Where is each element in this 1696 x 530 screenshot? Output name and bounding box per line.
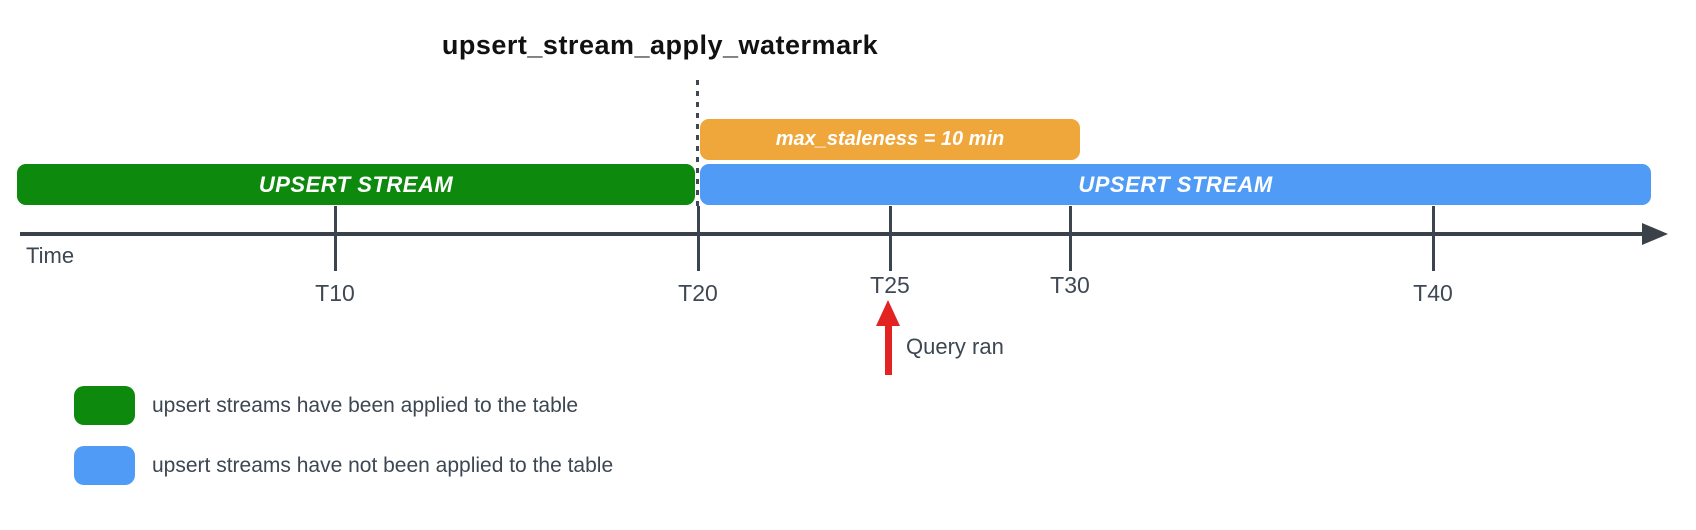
tick-mark	[889, 206, 892, 271]
upsert-stream-pending-bar: UPSERT STREAM	[700, 164, 1651, 205]
tick-mark	[334, 206, 337, 271]
legend-row-applied: upsert streams have been applied to the …	[74, 386, 578, 425]
watermark-dashed-line	[696, 80, 699, 206]
staleness-bar: max_staleness = 10 min	[700, 119, 1080, 160]
axis-arrowhead-icon	[1642, 223, 1668, 245]
query-ran-arrow-shaft	[885, 322, 892, 375]
pending-bar-label: UPSERT STREAM	[1078, 171, 1273, 197]
tick-label: T10	[315, 280, 355, 306]
legend-label-applied: upsert streams have been applied to the …	[152, 393, 579, 417]
tick-label: T30	[1050, 272, 1090, 298]
tick-label: T40	[1413, 280, 1453, 306]
legend-row-not-applied: upsert streams have not been applied to …	[74, 446, 613, 485]
applied-bar-label: UPSERT STREAM	[258, 171, 454, 197]
legend-swatch-not-applied	[74, 446, 135, 485]
query-ran-label: Query ran	[906, 334, 1004, 359]
staleness-bar-label: max_staleness = 10 min	[775, 128, 1005, 150]
time-axis-line	[20, 232, 1646, 236]
legend-label-not-applied: upsert streams have not been applied to …	[152, 453, 614, 477]
tick-label: T20	[678, 280, 718, 306]
tick-mark	[1432, 206, 1435, 271]
query-ran-arrow-icon	[876, 300, 900, 326]
tick-mark	[697, 206, 700, 271]
time-axis-label: Time	[26, 243, 75, 268]
upsert-stream-applied-bar: UPSERT STREAM	[17, 164, 695, 205]
tick-mark	[1069, 206, 1072, 271]
tick-label: T25	[870, 272, 910, 298]
page-title: upsert_stream_apply_watermark	[441, 30, 879, 60]
legend-swatch-applied	[74, 386, 135, 425]
